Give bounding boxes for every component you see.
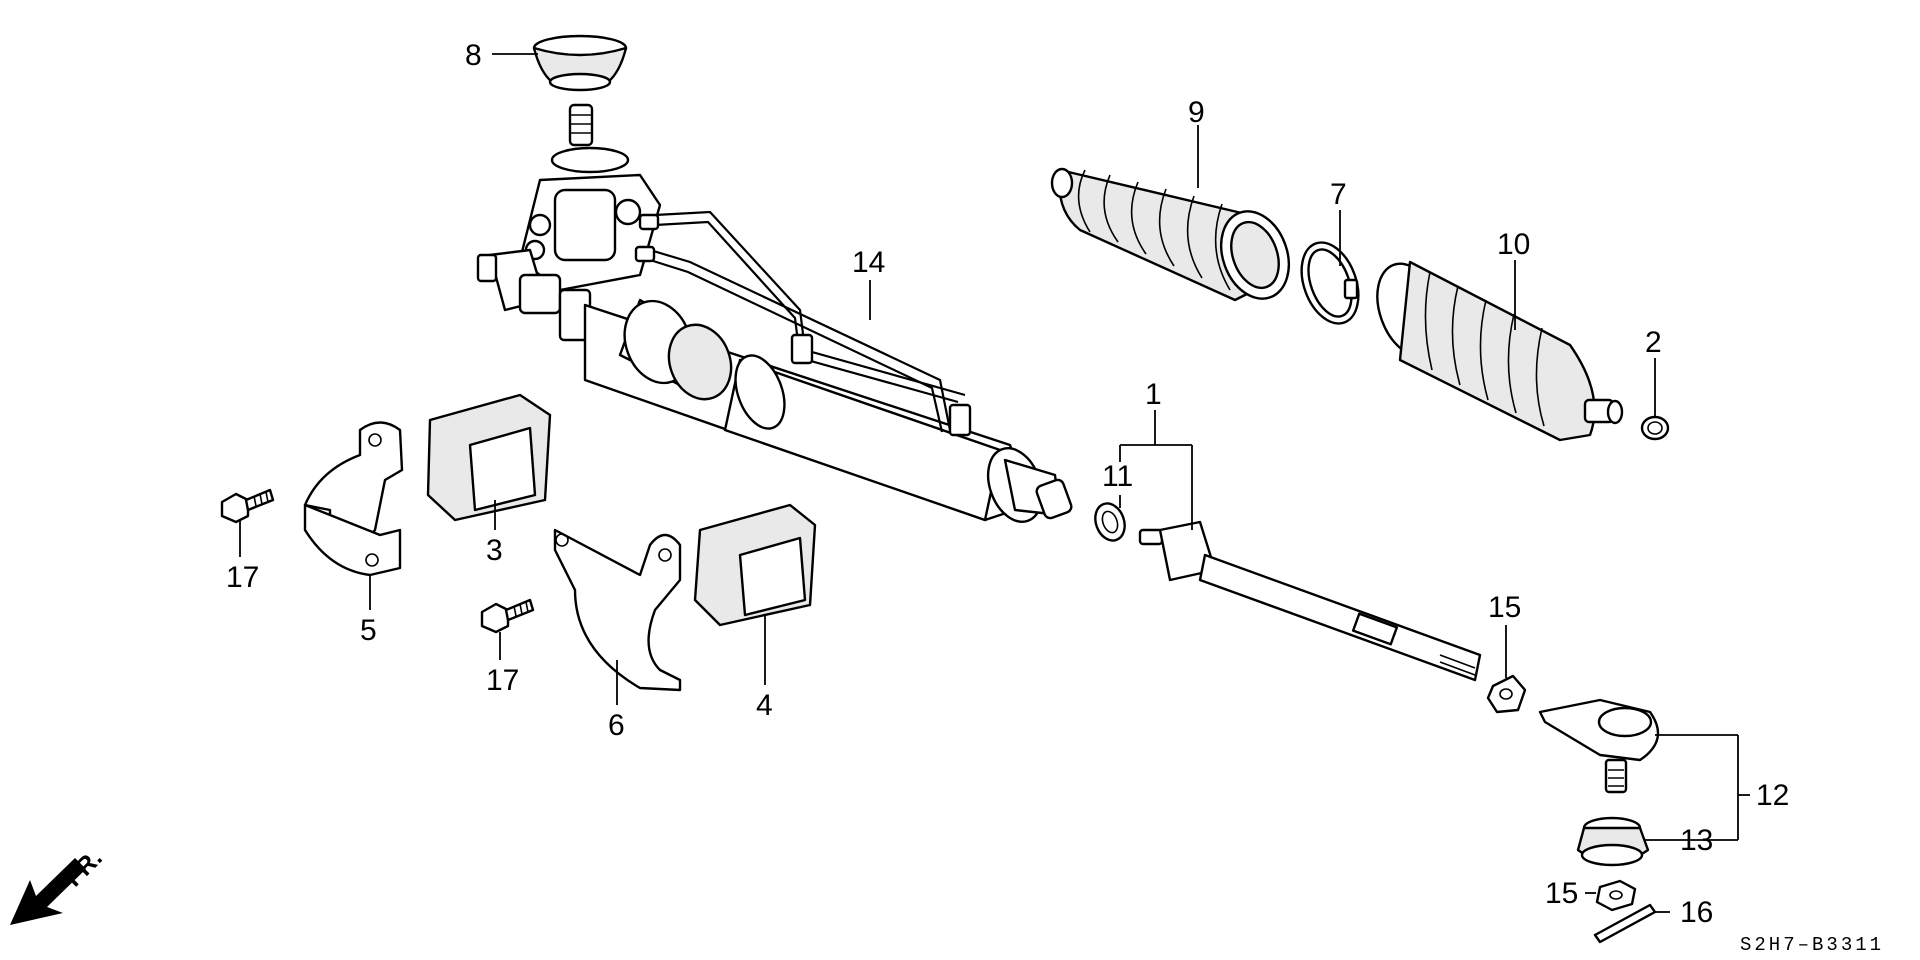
part-5-holder[interactable] (303, 421, 404, 577)
leader-lines (239, 53, 1750, 913)
callout-15-lower: 15 (1545, 877, 1578, 910)
callout-12: 12 (1756, 779, 1789, 812)
part-4-bushing[interactable] (693, 503, 817, 627)
steering-gearbox-housing[interactable] (476, 103, 1073, 529)
callout-3: 3 (486, 534, 503, 567)
front-direction-arrow: FR. (10, 844, 108, 925)
callout-13: 13 (1680, 824, 1713, 857)
part-2-clip[interactable] (1640, 415, 1670, 441)
part-17-bolt-left[interactable] (220, 488, 275, 524)
callout-9: 9 (1188, 96, 1205, 129)
part-10-steering-boot[interactable] (1365, 255, 1624, 442)
part-3-bushing[interactable] (426, 393, 552, 522)
part-12-tie-rod-end[interactable] (1538, 698, 1660, 794)
callout-1: 1 (1145, 378, 1162, 411)
part-17-bolt-middle[interactable] (480, 598, 535, 634)
callout-17-left: 17 (226, 561, 259, 594)
callout-4: 4 (756, 689, 773, 722)
callout-2: 2 (1645, 326, 1662, 359)
callout-14: 14 (852, 246, 885, 279)
part-8-dust-seal[interactable] (532, 34, 628, 92)
callout-6: 6 (608, 709, 625, 742)
callout-8: 8 (465, 39, 482, 72)
part-14-feed-pipes[interactable] (634, 210, 972, 437)
part-9-steering-boot[interactable] (1050, 167, 1300, 308)
part-15-nut-lower[interactable] (1595, 879, 1637, 912)
tie-rod-inner[interactable] (1138, 520, 1482, 682)
callout-5: 5 (360, 614, 377, 647)
part-15-nut-upper[interactable] (1486, 674, 1527, 714)
part-7-boot-band[interactable] (1291, 235, 1369, 332)
callout-11: 11 (1102, 460, 1133, 493)
part-11-lock-washer[interactable] (1090, 499, 1129, 544)
part-16-cotter-pin[interactable] (1593, 903, 1657, 944)
callout-16: 16 (1680, 896, 1713, 929)
part-13-boot[interactable] (1576, 816, 1650, 867)
diagram-code: S2H7–B3311 (1740, 934, 1884, 956)
callout-7: 7 (1330, 178, 1347, 211)
callout-15-upper: 15 (1488, 591, 1521, 624)
part-6-holder[interactable] (553, 528, 682, 692)
callout-10: 10 (1497, 228, 1530, 261)
callout-17-middle: 17 (486, 664, 519, 697)
